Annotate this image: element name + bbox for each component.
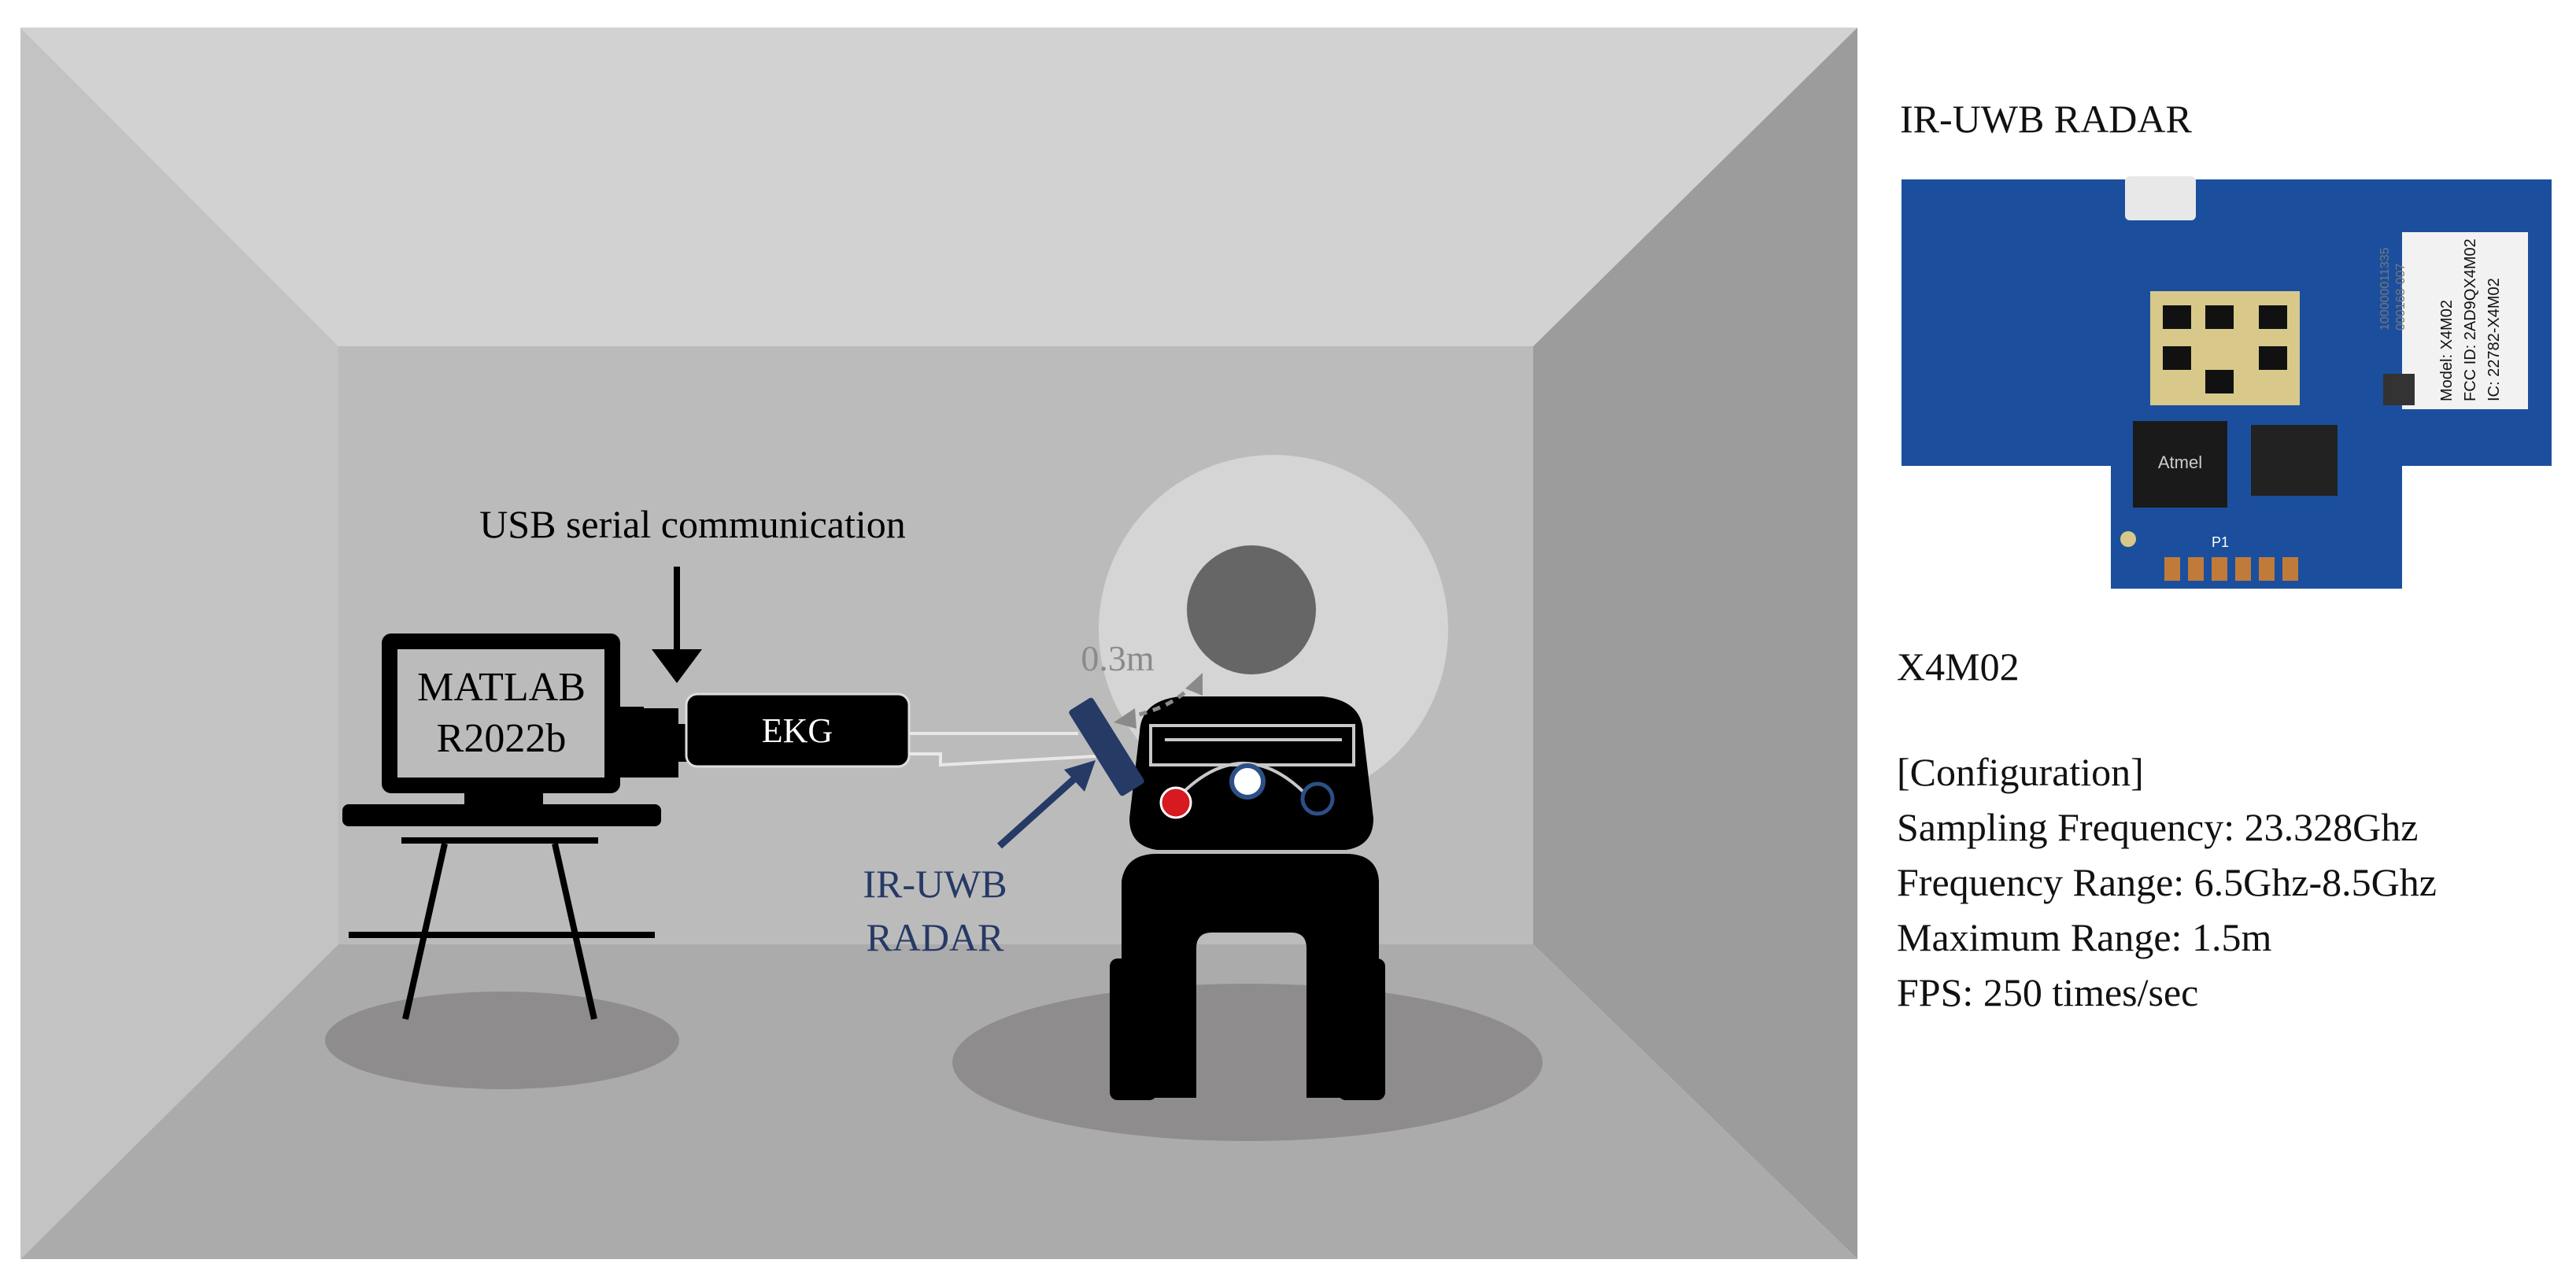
laptop <box>342 633 661 826</box>
distance-annotation <box>1114 673 1203 729</box>
room-right-wall <box>1533 28 1857 1259</box>
laptop-table <box>349 837 655 1020</box>
person-head <box>1187 545 1316 674</box>
laptop-base <box>342 804 661 826</box>
radar-board-photo: Atmel Model: X4M02 FCC ID: 2AD9QX4M02 IC… <box>1902 176 2552 589</box>
radar-chip-icon <box>2251 425 2338 496</box>
datamatrix-code-icon <box>2383 374 2415 405</box>
room <box>20 28 1857 1259</box>
radar-label-line2: RADAR <box>866 915 1004 959</box>
ekg-electrode-red <box>1159 786 1192 819</box>
usb-arrow <box>652 567 702 683</box>
label-sticker-text: Model: X4M02 FCC ID: 2AD9QX4M02 IC: 2278… <box>2378 238 2503 401</box>
atmel-chip-icon <box>2133 421 2227 508</box>
board-label-line3: IC: 22782-X4M02 <box>2485 278 2503 401</box>
laptop-hinge <box>464 793 543 807</box>
radar-title: IR-UWB RADAR <box>1900 97 2192 141</box>
radar-model: X4M02 <box>1897 645 2020 689</box>
board-serial-line2: 000168-007 <box>2394 263 2408 331</box>
radar-device <box>1069 697 1144 796</box>
ekg-box <box>685 693 911 768</box>
radar-info-panel: IR-UWB RADAR Atmel Model: X4M02 FCC ID: … <box>1897 0 2574 1278</box>
ekg-label: EKG <box>762 711 833 750</box>
laptop-usb-port <box>620 707 644 778</box>
usb-connector <box>642 708 678 778</box>
board-serial-line1: 100000011335 <box>2378 247 2392 331</box>
atmel-chip-label: Atmel <box>2158 452 2202 472</box>
usb-label: USB serial communication <box>479 502 906 546</box>
header-pins <box>2164 557 2298 581</box>
config-line: Maximum Range: 1.5m <box>1897 915 2272 959</box>
ekg-electrode-blue <box>1300 781 1335 816</box>
board-label-line2: FCC ID: 2AD9QX4M02 <box>2462 238 2479 401</box>
label-sticker <box>2402 232 2528 409</box>
experiment-setup-diagram: MATLAB R2022b USB serial communication E… <box>20 28 1857 1259</box>
ekg-lead-wires <box>909 732 1111 767</box>
radar-arrow <box>996 760 1096 849</box>
laptop-text-line1: MATLAB <box>417 665 586 710</box>
mount-hole-icon <box>2120 531 2136 547</box>
person-legs <box>1122 854 1379 1098</box>
ekg-electrode-white <box>1229 763 1266 800</box>
config-line: Frequency Range: 6.5Ghz-8.5Ghz <box>1897 860 2437 904</box>
laptop-text-line2: R2022b <box>437 716 567 761</box>
ekg-harness <box>1149 724 1355 796</box>
config-line: Sampling Frequency: 23.328Ghz <box>1897 805 2419 849</box>
radar-label-line1: IR-UWB <box>863 862 1007 906</box>
room-left-wall <box>20 28 338 1259</box>
connector-label: P1 <box>2212 534 2229 550</box>
chair-floor-shadow <box>952 984 1543 1141</box>
desk-floor-shadow <box>325 992 679 1089</box>
antenna-slots <box>2163 305 2287 393</box>
distance-label: 0.3m <box>1081 638 1155 678</box>
board-label-line1: Model: X4M02 <box>2438 300 2456 401</box>
config-heading: [Configuration] <box>1897 750 2144 794</box>
usb-port-icon <box>2125 176 2196 220</box>
laptop-screen <box>397 649 604 778</box>
config-line: FPS: 250 times/sec <box>1897 970 2199 1014</box>
room-ceiling <box>20 28 1857 346</box>
